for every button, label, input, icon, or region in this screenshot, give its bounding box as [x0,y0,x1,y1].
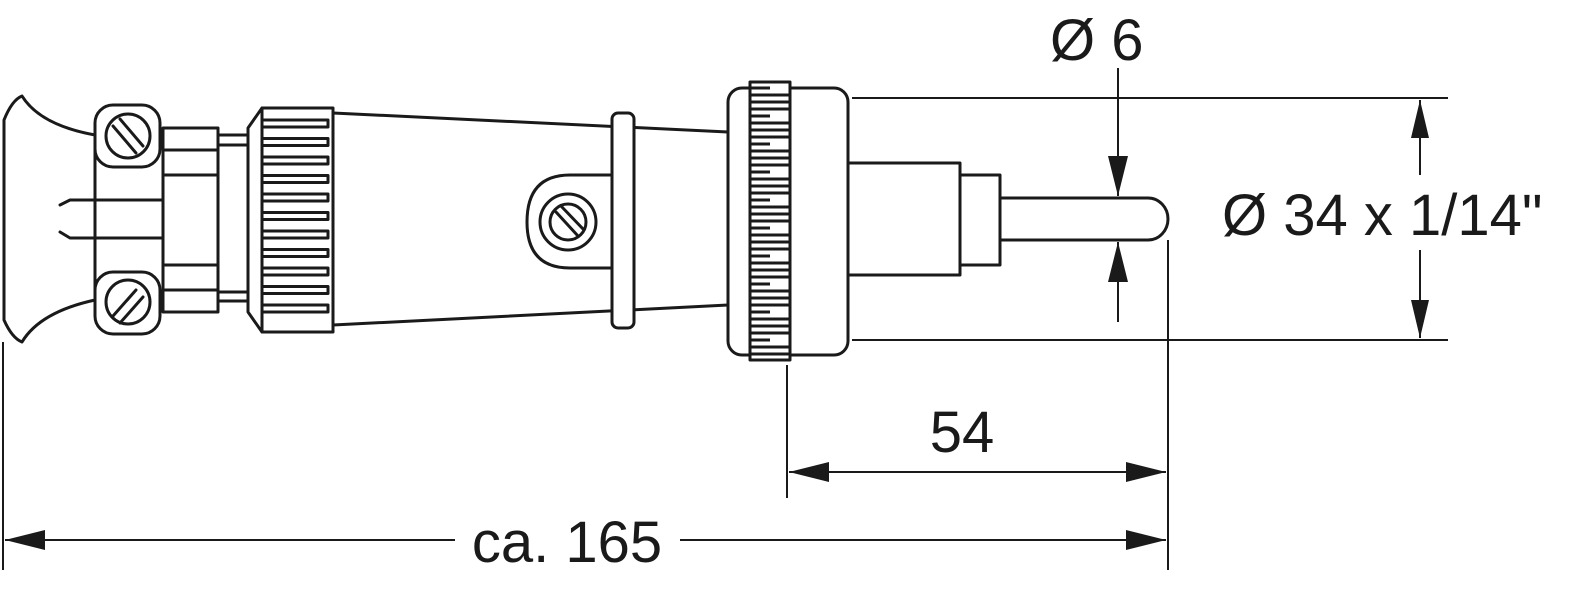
hex-nut [161,126,250,314]
knurl-tooth [260,266,330,277]
shaft [846,161,1170,277]
knurled-collar [246,106,335,334]
knurl-tooth [260,118,330,129]
knurl-tooth [260,229,330,240]
dimension-lines [2,68,1448,570]
screw-top [93,103,162,169]
knurl-tooth [260,211,330,221]
knurl-tooth [260,192,330,203]
ring [610,111,636,330]
screw-bottom [93,270,162,336]
knurl-tooth [260,174,330,184]
knurl-tooth [260,155,330,166]
shaft-length-label: 54 [930,400,995,465]
knurl-tooth [260,137,330,147]
clamp-ear [525,173,614,270]
pin-diameter-label: Ø 6 [1050,8,1144,73]
knurl-tooth [260,303,330,314]
union-nut [726,80,850,362]
thread-label: Ø 34 x 1/14" [1222,183,1542,248]
knurl-tooth [260,248,330,258]
total-length-label: ca. 165 [472,510,662,575]
knurl-tooth [260,285,330,295]
